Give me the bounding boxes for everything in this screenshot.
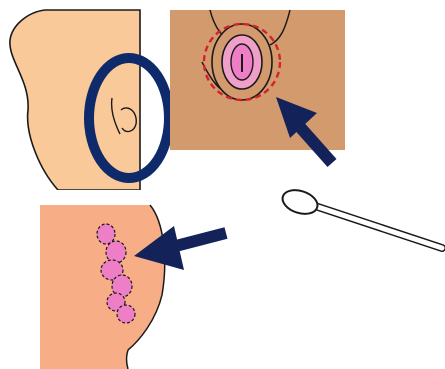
closeup-lesions <box>40 200 240 369</box>
torso-shape <box>10 10 140 190</box>
lesion-closeup-icon <box>40 200 240 369</box>
swab-tip <box>279 186 320 218</box>
cotton-swab <box>270 180 445 260</box>
side-body-view <box>0 0 180 190</box>
perineum-icon <box>170 0 345 185</box>
cotton-swab-icon <box>270 180 445 260</box>
perineum-view <box>170 0 345 185</box>
body-side-icon <box>0 0 180 190</box>
